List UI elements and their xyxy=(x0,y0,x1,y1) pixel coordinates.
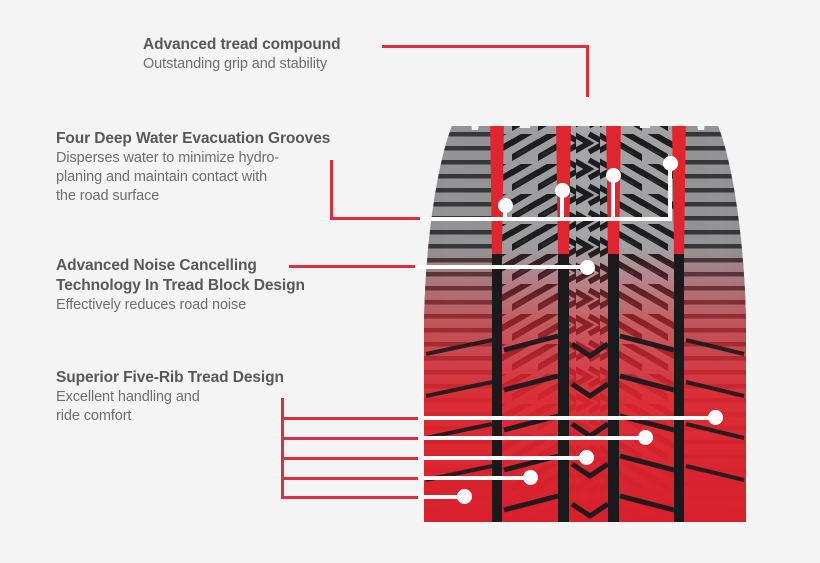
leader-white-groove-stem-2 xyxy=(560,190,564,221)
callout-title: Advanced tread compound xyxy=(143,36,341,53)
callout-subtitle: Outstanding grip and stability xyxy=(143,55,341,74)
marker-groove-3 xyxy=(606,168,621,183)
leader-red-compound-horizontal xyxy=(382,45,589,48)
leader-red-rib-branch-3 xyxy=(281,457,421,460)
marker-rib-4 xyxy=(523,470,538,485)
callout-title-line: Technology In Tread Block Design xyxy=(56,277,305,294)
callout-superior-five-rib-tread-design: Superior Five-Rib Tread Design Excellent… xyxy=(56,368,284,426)
leader-red-grooves-vertical xyxy=(330,160,333,220)
leader-white-rib-4 xyxy=(418,476,533,480)
leader-white-noise xyxy=(415,265,590,269)
callout-subtitle: Effectively reduces road noise xyxy=(56,296,305,315)
marker-rib-5 xyxy=(457,489,472,504)
leader-red-rib-branch-5 xyxy=(281,496,421,499)
callout-advanced-noise-cancelling-technology: Advanced Noise Cancelling Technology In … xyxy=(56,256,305,315)
leader-red-noise xyxy=(289,265,417,268)
marker-groove-2 xyxy=(555,183,570,198)
marker-groove-4 xyxy=(663,156,678,171)
leader-white-groove-stem-3 xyxy=(611,175,615,221)
marker-groove-1 xyxy=(498,198,513,213)
leader-red-ribs-spine xyxy=(281,398,284,499)
callout-title: Advanced Noise Cancelling Technology In … xyxy=(56,256,305,296)
leader-white-rib-1 xyxy=(418,416,718,420)
marker-rib-1 xyxy=(708,410,723,425)
marker-noise-block xyxy=(580,260,595,275)
leader-white-rib-2 xyxy=(418,436,648,440)
leader-white-groove-stem-1 xyxy=(503,205,507,221)
leader-red-grooves-horizontal xyxy=(330,217,422,220)
leader-red-rib-branch-4 xyxy=(281,477,421,480)
tire-tread-photo xyxy=(408,104,762,522)
callout-four-deep-water-evacuation-grooves: Four Deep Water Evacuation Grooves Dispe… xyxy=(56,129,330,206)
callout-subtitle: Disperses water to minimize hydro- plani… xyxy=(56,149,330,206)
callout-subtitle-line: planing and maintain contact with xyxy=(56,169,268,185)
callout-title: Four Deep Water Evacuation Grooves xyxy=(56,130,331,147)
callout-title: Superior Five-Rib Tread Design xyxy=(56,369,284,386)
leader-white-grooves-bar xyxy=(420,217,672,221)
leader-white-groove-stem-4 xyxy=(668,163,672,221)
leader-red-rib-branch-2 xyxy=(281,437,421,440)
callout-subtitle-line: Excellent handling and xyxy=(56,389,200,405)
callout-subtitle-line: Outstanding grip and stability xyxy=(143,56,327,72)
callout-subtitle-line: Effectively reduces road noise xyxy=(56,297,247,313)
leader-white-rib-5 xyxy=(418,495,467,499)
callout-title-line: Advanced Noise Cancelling xyxy=(56,257,257,274)
callout-subtitle: Excellent handling and ride comfort xyxy=(56,388,284,426)
leader-white-rib-3 xyxy=(418,456,589,460)
leader-red-rib-branch-1 xyxy=(281,417,421,420)
callout-subtitle-line: the road surface xyxy=(56,188,160,204)
callout-subtitle-line: ride comfort xyxy=(56,408,132,424)
marker-rib-3 xyxy=(579,450,594,465)
leader-red-compound-vertical xyxy=(586,45,589,97)
callout-subtitle-line: Disperses water to minimize hydro- xyxy=(56,150,280,166)
marker-rib-2 xyxy=(638,430,653,445)
callout-advanced-tread-compound: Advanced tread compound Outstanding grip… xyxy=(143,35,341,74)
